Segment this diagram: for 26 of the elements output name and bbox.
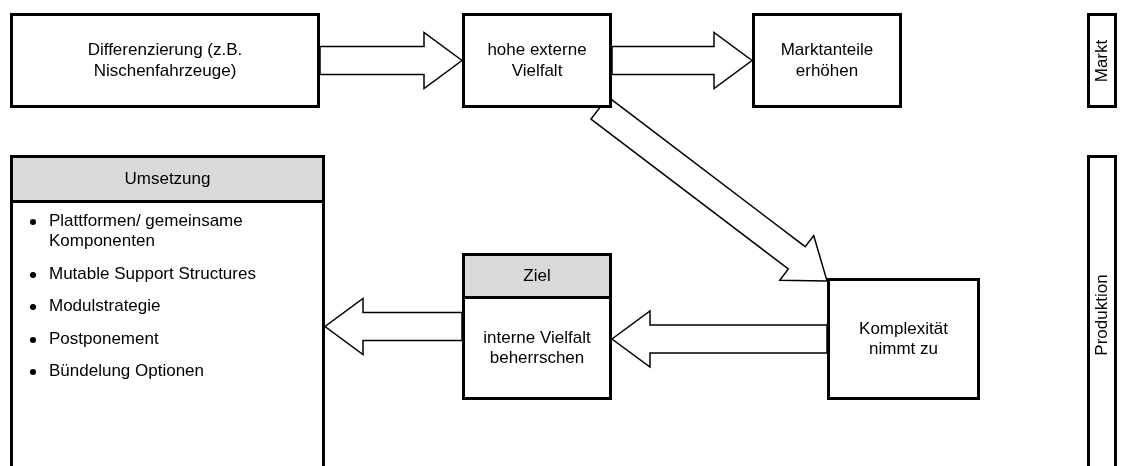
- list-item: Postponement: [49, 328, 159, 348]
- block-arrow: [323, 297, 463, 356]
- process-box: [827, 278, 980, 400]
- process-box: [10, 13, 320, 108]
- list-item: Mutable Support Structures: [49, 263, 256, 283]
- titled-box: [10, 155, 325, 466]
- box-text: Marktanteile erhöhen: [779, 40, 875, 81]
- box-heading: Ziel: [465, 256, 609, 299]
- box-text: hohe externe Vielfalt: [486, 40, 588, 81]
- block-arrow: [611, 31, 754, 90]
- block-arrow: [319, 31, 464, 90]
- box-heading: Umsetzung: [13, 158, 322, 203]
- process-box: [752, 13, 902, 108]
- label-box: [1087, 155, 1117, 466]
- box-label: Markt: [1092, 39, 1112, 82]
- list-item: Bündelung Optionen: [49, 360, 205, 380]
- box-text: Komplexität nimmt zu: [858, 318, 949, 360]
- box-label: Produktion: [1092, 274, 1112, 356]
- list-item: Modulstrategie: [49, 296, 161, 316]
- process-box: [462, 13, 612, 108]
- box-text: interne Vielfalt beherrschen: [482, 327, 592, 369]
- box-text: Differenzierung (z.B. Nischenfahrzeuge): [86, 40, 244, 81]
- block-arrow: [610, 309, 828, 369]
- list-item: Plattformen/ gemeinsame Komponenten: [49, 211, 243, 251]
- label-box: [1087, 13, 1117, 108]
- titled-box: [462, 253, 612, 400]
